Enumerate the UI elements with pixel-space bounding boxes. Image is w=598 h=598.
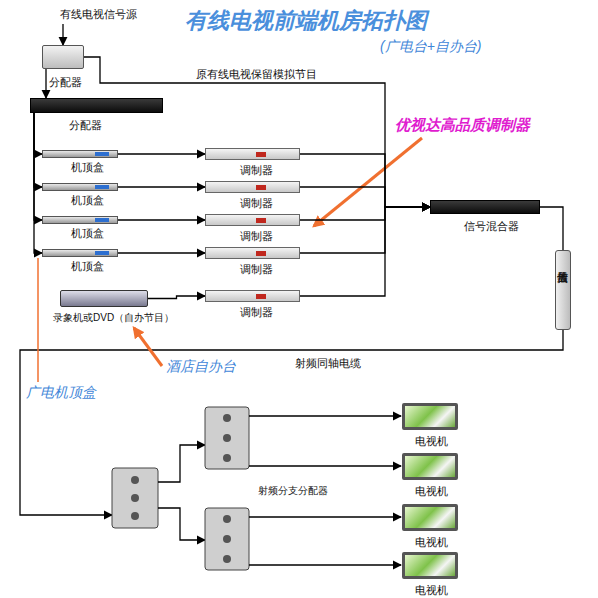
connector bbox=[34, 113, 42, 253]
modulator-display bbox=[256, 218, 266, 223]
set-top-box: 机顶盒 bbox=[42, 150, 118, 158]
signal-amplifier: 信号放大器 bbox=[555, 250, 571, 330]
dvd-player: 录象机或DVD（自办节目） bbox=[60, 290, 148, 307]
diagram-title: 有线电视前端机房拓扑图 bbox=[185, 6, 427, 36]
modulator-device: 调制器 bbox=[205, 214, 300, 226]
branch-splitter-device bbox=[205, 508, 249, 570]
annotation-label: 广电机顶盒 bbox=[26, 384, 96, 402]
stb-display bbox=[95, 152, 109, 156]
television: 电视机 bbox=[402, 504, 458, 531]
modulator-device: 调制器 bbox=[205, 247, 300, 259]
annotation-line bbox=[37, 258, 39, 382]
connector bbox=[300, 154, 430, 207]
edge-label: 原有线电视保留模拟节目 bbox=[196, 68, 317, 81]
modulator-display bbox=[256, 152, 266, 157]
rack-splitter-device: 分配器 bbox=[30, 98, 163, 113]
annotation-label: 射频同轴电缆 bbox=[295, 356, 361, 371]
modulator-display bbox=[256, 185, 266, 190]
signal-mixer: 信号混合器 bbox=[430, 200, 540, 214]
source-label-box: 有线电视信号源 bbox=[60, 8, 160, 24]
node-text: 录象机或DVD（自办节目） bbox=[53, 311, 174, 324]
connector bbox=[84, 57, 430, 207]
node-text: 电视机 bbox=[415, 485, 448, 498]
splitter-port bbox=[223, 535, 231, 543]
node-text: 调制器 bbox=[240, 306, 273, 319]
connector bbox=[300, 187, 430, 207]
node-text: 调制器 bbox=[240, 263, 273, 276]
connector bbox=[300, 207, 430, 253]
television: 电视机 bbox=[402, 403, 458, 430]
connector bbox=[45, 69, 46, 98]
tv-feed-wire bbox=[249, 465, 401, 466]
splitter-port bbox=[223, 454, 231, 462]
television: 电视机 bbox=[402, 453, 458, 480]
set-top-box: 机顶盒 bbox=[42, 183, 118, 191]
node-text: 分配器 bbox=[49, 76, 82, 89]
connector bbox=[300, 207, 430, 296]
connector bbox=[118, 153, 205, 154]
splitter-port bbox=[223, 414, 231, 422]
connector bbox=[300, 207, 430, 220]
node-text: 信号混合器 bbox=[464, 220, 519, 233]
splitter-port bbox=[223, 434, 231, 442]
splitter-device: 分配器 bbox=[42, 45, 84, 69]
connector bbox=[34, 113, 42, 187]
rf-splitter-device bbox=[112, 468, 158, 528]
node-text: 调制器 bbox=[240, 230, 273, 243]
node-text: 机顶盒 bbox=[71, 260, 104, 273]
node-text: 调制器 bbox=[240, 197, 273, 210]
splitter-port bbox=[131, 494, 139, 502]
connector bbox=[118, 219, 205, 220]
node-text: 机顶盒 bbox=[71, 161, 104, 174]
annotation-label: 射频分支分配器 bbox=[258, 484, 328, 498]
modulator-device: 调制器 bbox=[205, 290, 300, 302]
connector bbox=[118, 186, 205, 187]
annotation-label: 酒店自办台 bbox=[166, 358, 236, 376]
splitter-port bbox=[223, 555, 231, 563]
node-text: 电视机 bbox=[415, 536, 448, 549]
node-text: 调制器 bbox=[240, 164, 273, 177]
splitter-port bbox=[131, 512, 139, 520]
node-text: 机顶盒 bbox=[71, 227, 104, 240]
node-text: 电视机 bbox=[415, 435, 448, 448]
splitter-wire bbox=[158, 508, 205, 540]
annotation-arrow bbox=[314, 138, 422, 226]
connector bbox=[540, 207, 563, 250]
stb-display bbox=[95, 251, 109, 255]
connector bbox=[34, 113, 42, 220]
node-text: 分配器 bbox=[69, 119, 102, 132]
connector bbox=[148, 296, 205, 299]
connector-group bbox=[34, 24, 563, 299]
television: 电视机 bbox=[402, 552, 458, 579]
node-text: 有线电视信号源 bbox=[60, 8, 160, 21]
connector bbox=[118, 252, 205, 253]
node-text: 机顶盒 bbox=[71, 194, 104, 207]
annotation-arrow bbox=[134, 328, 162, 366]
annotation-label: 优视达高品质调制器 bbox=[395, 116, 530, 135]
stb-display bbox=[95, 185, 109, 189]
tv-feed-wire bbox=[249, 564, 401, 565]
modulator-display bbox=[256, 294, 266, 299]
tv-feed-wire bbox=[249, 415, 401, 416]
splitter-port bbox=[223, 515, 231, 523]
modulator-device: 调制器 bbox=[205, 148, 300, 160]
connector bbox=[34, 113, 42, 154]
set-top-box: 机顶盒 bbox=[42, 249, 118, 257]
stb-display bbox=[95, 218, 109, 222]
node-text: 电视机 bbox=[415, 584, 448, 597]
modulator-device: 调制器 bbox=[205, 181, 300, 193]
splitter-port bbox=[131, 476, 139, 484]
annotation-label: (广电台+自办台) bbox=[380, 38, 482, 56]
connector bbox=[62, 24, 63, 45]
modulator-display bbox=[256, 251, 266, 256]
branch-splitter-device bbox=[205, 407, 249, 469]
set-top-box: 机顶盒 bbox=[42, 216, 118, 224]
tv-feed-wire bbox=[249, 516, 401, 517]
coax-cable bbox=[20, 330, 563, 515]
splitter-wire bbox=[158, 445, 205, 482]
